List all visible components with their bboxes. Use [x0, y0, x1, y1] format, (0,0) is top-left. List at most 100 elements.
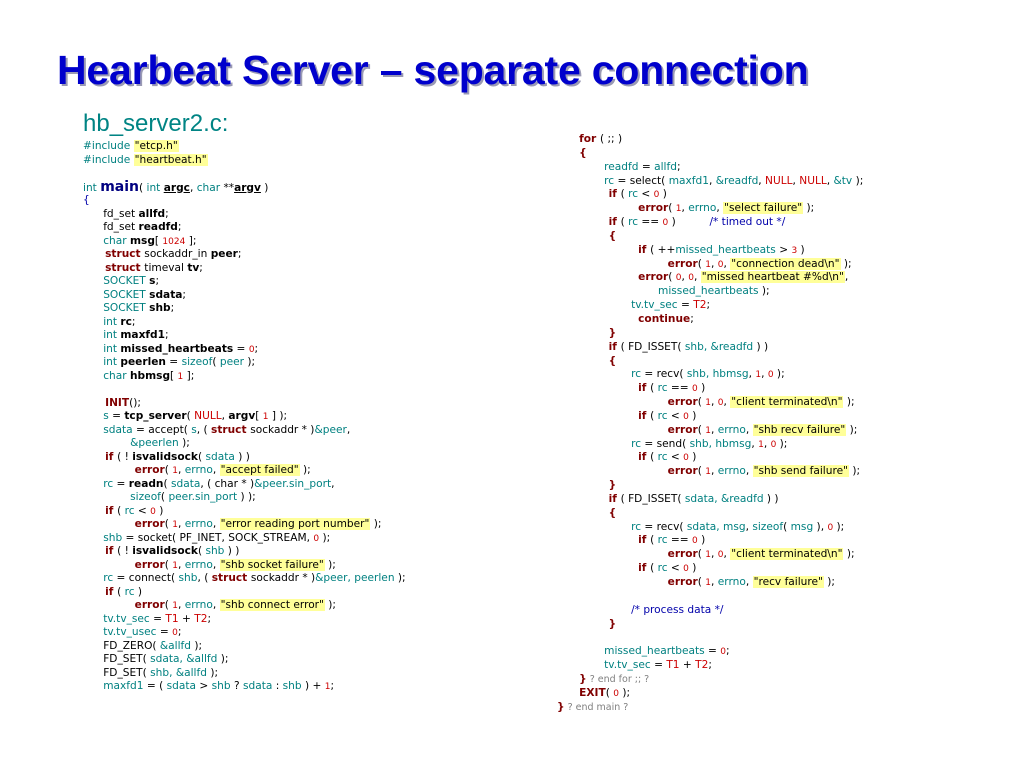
code-listing-right: for ( ;; ) { readfd = allfd; rc = select… — [557, 133, 863, 714]
code-line: EXIT( 0 ); — [557, 687, 863, 701]
code-token: peer — [210, 248, 238, 260]
code-token: { — [83, 194, 90, 206]
code-token: &readfd — [715, 174, 759, 187]
code-token: tv.tv_sec — [83, 612, 150, 625]
code-token: 0 — [683, 453, 689, 464]
code-token: allfd — [654, 160, 677, 173]
code-token: "heartbeat.h" — [133, 153, 208, 166]
code-token: , — [745, 520, 753, 533]
code-token: ); — [840, 257, 852, 270]
code-token: , — [844, 271, 849, 284]
code-token: shb — [83, 531, 123, 544]
code-line — [557, 590, 863, 604]
code-line: &peerlen ); — [83, 437, 406, 451]
code-token: if — [557, 534, 651, 547]
code-token: struct — [83, 261, 145, 274]
code-token: error — [83, 599, 165, 611]
code-line: } ? end main ? — [557, 701, 863, 715]
code-token: 0 — [613, 688, 619, 699]
code-line: readfd = allfd; — [557, 161, 863, 175]
code-token: 0 — [717, 550, 724, 561]
code-token: = ( — [143, 680, 167, 692]
code-token: ; — [330, 680, 335, 692]
code-token: &peer — [314, 423, 347, 436]
code-token: = select( — [614, 174, 669, 187]
code-token: = connect( — [113, 572, 179, 584]
code-line: #include "etcp.h" — [83, 140, 406, 154]
code-token: = — [108, 410, 125, 422]
code-line: sizeof( peer.sin_port ) ); — [83, 491, 406, 505]
code-token: rc — [120, 315, 132, 328]
code-token: 1024 — [162, 236, 186, 247]
code-token: /* process data */ — [557, 603, 724, 616]
code-token: tv.tv_usec — [83, 626, 157, 638]
code-token: 0 — [770, 439, 777, 450]
code-token: ) ); — [237, 491, 256, 503]
code-token: rc — [557, 437, 642, 450]
code-token: ); — [324, 558, 336, 571]
code-line: error( 1, 0, "client terminated\n" ); — [557, 548, 863, 562]
code-line: struct timeval tv; — [83, 262, 406, 276]
code-line: int main( int argc, char **argv ) — [83, 180, 406, 195]
code-token: 1 — [705, 467, 712, 478]
code-token: ); — [191, 639, 203, 652]
code-token: sizeof — [130, 491, 161, 503]
code-token: 0 — [827, 522, 834, 533]
code-line: error( 1, errno, "shb connect error" ); — [83, 599, 406, 613]
code-token: 1 — [172, 520, 179, 530]
code-token: ) ) — [763, 492, 779, 505]
code-token: ( FD_ISSET( — [620, 492, 685, 505]
code-token: if — [557, 216, 621, 229]
code-token: tv — [187, 261, 200, 274]
code-token: ); — [843, 548, 855, 561]
code-token: = socket( PF_INET, SOCK_STREAM, — [122, 531, 314, 544]
code-token: error — [557, 465, 698, 478]
code-token: , — [711, 548, 718, 561]
code-token: ( — [163, 477, 171, 490]
code-token: struct — [211, 572, 251, 584]
code-line: } — [557, 327, 863, 341]
code-token: ; — [237, 248, 242, 260]
code-token: , — [711, 423, 718, 436]
code-token: 0 — [692, 384, 698, 395]
code-token: error — [83, 464, 165, 476]
code-token: ( — [197, 450, 206, 463]
code-token: sockaddr_in — [144, 248, 211, 260]
code-token: ( — [139, 181, 147, 194]
code-token: 0 — [313, 533, 320, 544]
code-line: /* process data */ — [557, 604, 863, 618]
code-line: } ? end for ;; ? — [557, 673, 863, 687]
code-token: isvalidsock — [132, 545, 198, 557]
code-token: 1 — [705, 425, 712, 436]
code-token: ( — [186, 410, 195, 422]
code-token: 1 — [324, 682, 331, 692]
code-token: char — [196, 181, 224, 194]
code-token: sdata, &readfd — [684, 492, 764, 505]
code-token: 1 — [705, 578, 712, 588]
code-token: = — [113, 477, 129, 490]
code-token: ( — [650, 534, 658, 547]
code-line: int missed_heartbeats = 0; — [83, 343, 406, 357]
code-token: : — [272, 680, 283, 692]
code-token: continue — [557, 312, 691, 325]
code-token: 1 — [172, 560, 179, 571]
code-line: tv.tv_sec = T1 + T2; — [557, 659, 863, 673]
code-line: if ( rc == 0 ) /* timed out */ — [557, 216, 863, 230]
code-token: if — [557, 451, 651, 464]
code-token: missed_heartbeats — [557, 285, 759, 298]
code-line: INIT(); — [83, 397, 406, 411]
code-line: rc = recv( sdata, msg, sizeof( msg ), 0 … — [557, 521, 863, 535]
code-line: error( 1, errno, "shb send failure" ); — [557, 465, 863, 479]
code-token: ( — [164, 464, 173, 476]
code-token: ); — [846, 423, 858, 436]
code-token: ) + — [301, 680, 325, 692]
code-line: error( 1, errno, "shb socket failure" ); — [83, 558, 406, 573]
code-token: error — [557, 271, 669, 284]
code-token: T2 — [194, 612, 208, 625]
code-token: = — [165, 356, 182, 368]
code-token: if — [83, 545, 118, 557]
code-token: 0 — [150, 506, 156, 517]
code-line: if ( ! isvalidsock( shb ) ) — [83, 545, 406, 559]
code-token: char — [83, 369, 130, 382]
code-line: fd_set allfd; — [83, 208, 406, 222]
